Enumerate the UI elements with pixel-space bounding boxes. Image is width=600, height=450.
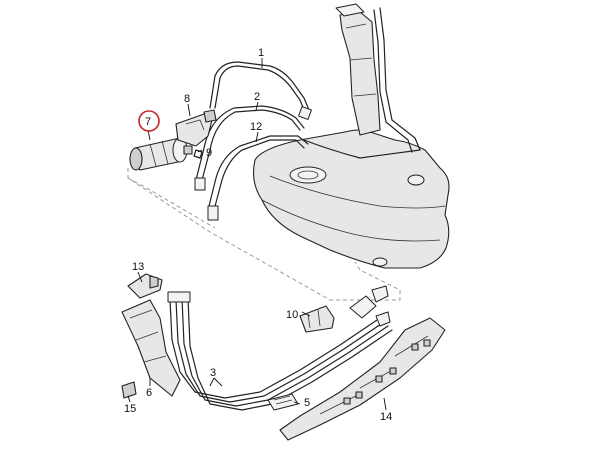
fuel-line-12 <box>207 135 309 221</box>
callout-10: 10 <box>286 309 298 321</box>
callout-8: 8 <box>184 93 190 105</box>
callout-3: 3 <box>210 367 216 379</box>
callout-5: 5 <box>304 397 310 409</box>
leader-lines <box>127 58 387 411</box>
fuel-tank <box>253 3 450 269</box>
callout-6: 6 <box>146 387 152 399</box>
holder-13 <box>127 273 163 299</box>
highlight-circle <box>138 110 160 132</box>
callout-1: 1 <box>258 47 264 59</box>
callout-14: 14 <box>380 411 392 423</box>
filter-bracket <box>175 109 217 147</box>
fuel-line-1 <box>209 61 312 120</box>
tank-feed-line <box>303 139 421 159</box>
heat-shield-6 <box>121 299 181 397</box>
callout-2: 2 <box>254 91 260 103</box>
fuel-filter <box>129 137 193 171</box>
underbody-cover-14 <box>279 317 446 441</box>
callout-7: 7 <box>145 116 151 128</box>
callouts: 1 2 3 5 6 7 8 9 10 12 13 14 15 <box>124 47 392 423</box>
clamp-10 <box>299 305 335 333</box>
pad-5 <box>267 393 299 411</box>
callout-13: 13 <box>132 261 144 273</box>
callout-15: 15 <box>124 403 136 415</box>
clip-15 <box>121 381 137 399</box>
clip <box>193 149 203 159</box>
fuel-pipes-3 <box>167 285 393 411</box>
callout-9: 9 <box>206 147 212 159</box>
callout-12: 12 <box>250 121 262 133</box>
